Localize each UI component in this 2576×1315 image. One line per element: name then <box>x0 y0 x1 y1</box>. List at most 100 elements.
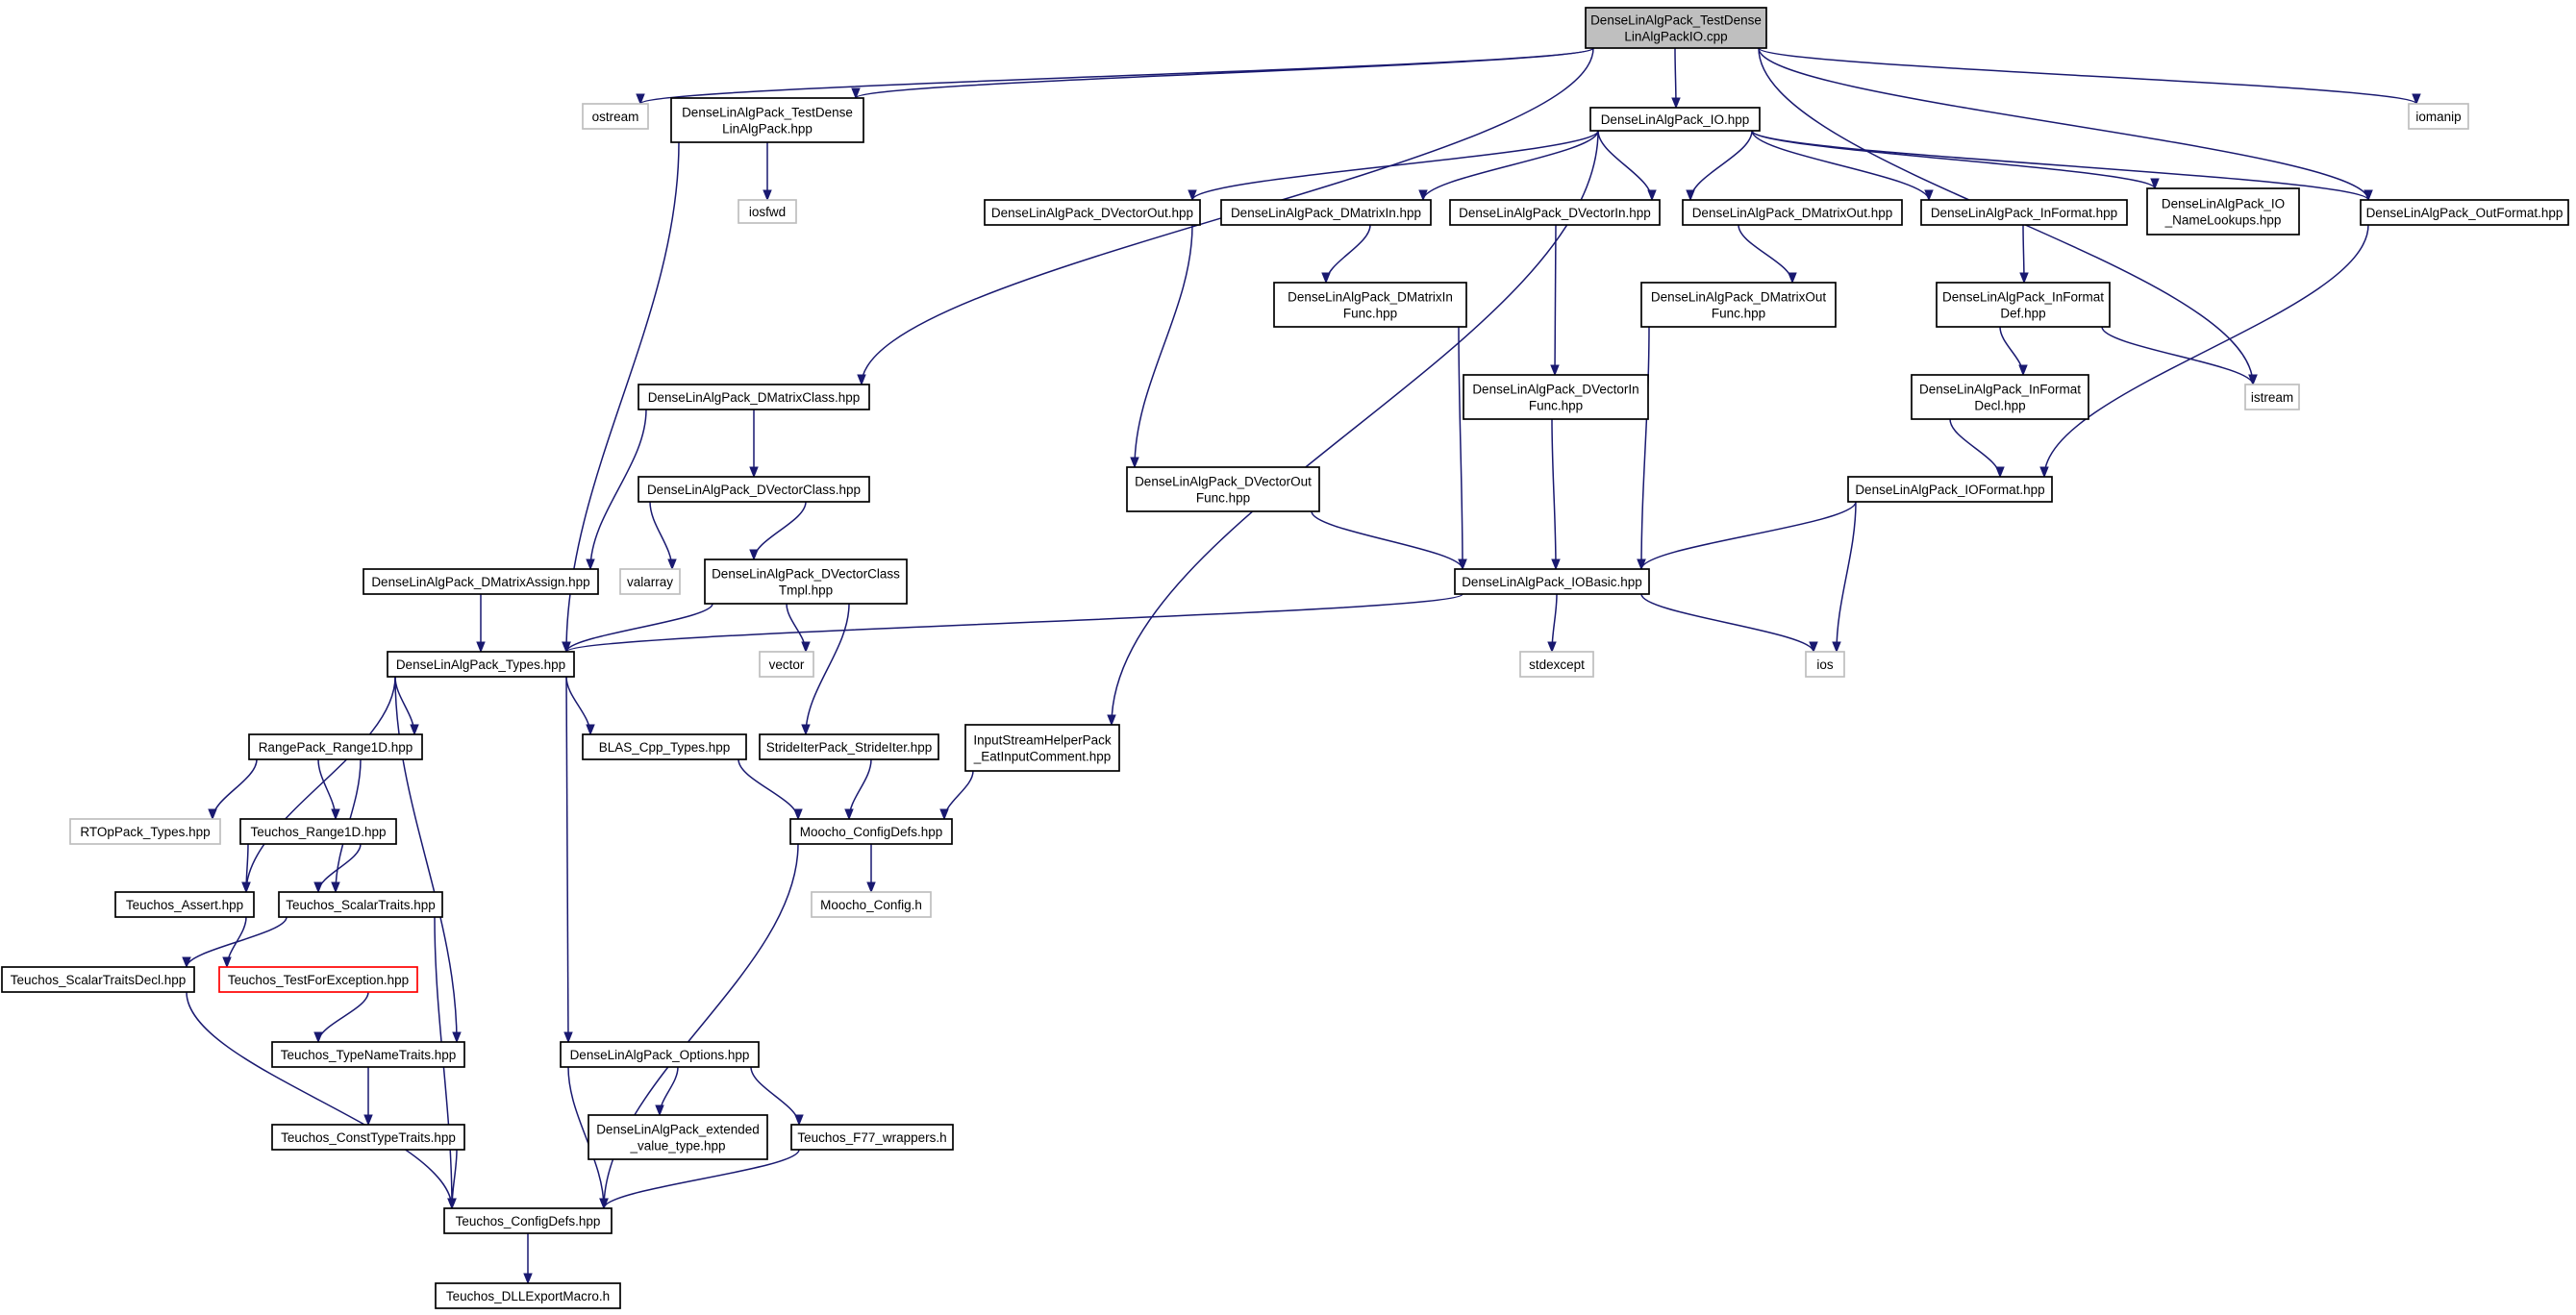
node-teuchos-assert[interactable]: Teuchos_Assert.hpp <box>114 891 255 918</box>
node-box <box>1936 282 2111 328</box>
edge-types-to-blas-types <box>565 676 595 736</box>
node-box <box>435 1282 621 1309</box>
node-box <box>1519 651 1594 678</box>
node-box <box>271 1124 465 1151</box>
node-teuchos-testforexception[interactable]: Teuchos_TestForException.hpp <box>218 966 418 993</box>
node-types[interactable]: DenseLinAlgPack_Types.hpp <box>387 651 575 678</box>
node-box <box>1454 568 1650 595</box>
node-teuchos-scalartraits[interactable]: Teuchos_ScalarTraits.hpp <box>278 891 443 918</box>
node-teuchos-range1d[interactable]: Teuchos_Range1D.hpp <box>239 818 397 845</box>
node-io-hpp[interactable]: DenseLinAlgPack_IO.hpp <box>1589 107 1761 132</box>
edge-dvectorclass-to-valarray <box>649 501 677 571</box>
node-iomanip[interactable]: iomanip <box>2408 103 2469 130</box>
node-label: DenseLinAlgPack_IOFormat.hpp <box>1855 483 2044 497</box>
node-moocho-configdefs[interactable]: Moocho_ConfigDefs.hpp <box>789 818 953 845</box>
node-label: DenseLinAlgPack_IO <box>2162 197 2285 211</box>
node-rtop-types[interactable]: RTOpPack_Types.hpp <box>69 818 221 845</box>
node-root[interactable]: DenseLinAlgPack_TestDenseLinAlgPackIO.cp… <box>1585 7 1767 49</box>
node-informat[interactable]: DenseLinAlgPack_InFormat.hpp <box>1920 199 2128 226</box>
node-box <box>248 733 423 760</box>
edge-types-to-options <box>563 676 573 1044</box>
edge-dmatrixclass-to-dvectorclass <box>749 409 759 479</box>
node-label: RTOpPack_Types.hpp <box>80 825 210 839</box>
node-teuchos-consttypetraits[interactable]: Teuchos_ConstTypeTraits.hpp <box>271 1124 465 1151</box>
node-ostream[interactable]: ostream <box>582 103 649 130</box>
node-label: DenseLinAlgPack_DVectorOut <box>1135 475 1312 489</box>
node-dmatrixclass[interactable]: DenseLinAlgPack_DMatrixClass.hpp <box>638 384 870 410</box>
node-dvectorin[interactable]: DenseLinAlgPack_DVectorIn.hpp <box>1449 199 1661 226</box>
node-io-namelookups[interactable]: DenseLinAlgPack_IO_NameLookups.hpp <box>2146 187 2300 236</box>
node-box <box>790 1124 954 1151</box>
node-outformat[interactable]: DenseLinAlgPack_OutFormat.hpp <box>2360 199 2569 226</box>
edge-teuchos-testforexception-to-teuchos-typenametraits <box>313 991 369 1044</box>
node-box <box>363 568 599 595</box>
node-label: StrideIterPack_StrideIter.hpp <box>766 740 933 755</box>
node-valarray[interactable]: valarray <box>619 568 681 595</box>
node-box <box>1920 199 2128 226</box>
node-teuchos-typenametraits[interactable]: Teuchos_TypeNameTraits.hpp <box>271 1041 465 1068</box>
node-blas-types[interactable]: BLAS_Cpp_Types.hpp <box>582 733 747 760</box>
node-label: DenseLinAlgPack_DMatrixIn <box>1288 290 1453 305</box>
edge-range1d-to-teuchos-range1d <box>317 758 340 821</box>
node-box <box>2360 199 2569 226</box>
node-box <box>114 891 255 918</box>
node-box <box>560 1041 760 1068</box>
node-box <box>704 558 908 605</box>
node-iosfwd[interactable]: iosfwd <box>738 199 797 224</box>
node-label: Teuchos_Range1D.hpp <box>250 825 386 839</box>
node-label: DenseLinAlgPack_DMatrixOut <box>1651 290 1827 305</box>
node-label: Tmpl.hpp <box>779 583 833 598</box>
node-dmatrixassign[interactable]: DenseLinAlgPack_DMatrixAssign.hpp <box>363 568 599 595</box>
node-label: Moocho_ConfigDefs.hpp <box>800 825 943 839</box>
edge-range1d-to-rtop-types <box>208 758 258 821</box>
node-ios[interactable]: ios <box>1805 651 1845 678</box>
node-teuchos-configdefs[interactable]: Teuchos_ConfigDefs.hpp <box>443 1207 613 1234</box>
edge-io-hpp-to-outformat <box>1751 130 2373 202</box>
node-stdexcept[interactable]: stdexcept <box>1519 651 1594 678</box>
edge-io-hpp-to-dvectorout <box>1188 130 1599 202</box>
node-dllexport[interactable]: Teuchos_DLLExportMacro.h <box>435 1282 621 1309</box>
edge-teuchos-range1d-to-teuchos-assert <box>241 843 251 894</box>
node-box <box>1220 199 1432 226</box>
node-vector[interactable]: vector <box>759 651 814 678</box>
node-strideiter[interactable]: StrideIterPack_StrideIter.hpp <box>759 733 939 760</box>
node-dmatrixout[interactable]: DenseLinAlgPack_DMatrixOut.hpp <box>1682 199 1903 226</box>
node-box <box>984 199 1201 226</box>
node-label: _EatInputComment.hpp <box>973 750 1112 764</box>
node-teuchos-scalartraitsdecl[interactable]: Teuchos_ScalarTraitsDecl.hpp <box>1 966 195 993</box>
node-extended-value-type[interactable]: DenseLinAlgPack_extended_value_type.hpp <box>588 1114 768 1160</box>
node-dvectorout[interactable]: DenseLinAlgPack_DVectorOut.hpp <box>984 199 1201 226</box>
node-ioformat[interactable]: DenseLinAlgPack_IOFormat.hpp <box>1847 476 2053 503</box>
node-dmatrixin[interactable]: DenseLinAlgPack_DMatrixIn.hpp <box>1220 199 1432 226</box>
node-moocho-config[interactable]: Moocho_Config.h <box>811 891 932 918</box>
node-iobasic[interactable]: DenseLinAlgPack_IOBasic.hpp <box>1454 568 1650 595</box>
node-label: Func.hpp <box>1712 307 1765 321</box>
node-range1d[interactable]: RangePack_Range1D.hpp <box>248 733 423 760</box>
edge-dmatrixout-func-to-iobasic <box>1637 326 1650 571</box>
node-istream[interactable]: istream <box>2244 384 2300 410</box>
node-label: _value_type.hpp <box>629 1139 725 1154</box>
node-box <box>1126 466 1320 512</box>
node-f77-wrappers[interactable]: Teuchos_F77_wrappers.h <box>790 1124 954 1151</box>
graph-nodes: DenseLinAlgPack_TestDenseLinAlgPackIO.cp… <box>1 7 2569 1309</box>
node-box <box>1911 374 2089 420</box>
node-box <box>759 733 939 760</box>
node-box <box>638 384 870 410</box>
node-dvectorclass[interactable]: DenseLinAlgPack_DVectorClass.hpp <box>638 476 870 503</box>
node-box <box>1449 199 1661 226</box>
node-label: iosfwd <box>749 205 786 219</box>
node-options[interactable]: DenseLinAlgPack_Options.hpp <box>560 1041 760 1068</box>
node-label: stdexcept <box>1529 658 1585 672</box>
edge-moocho-configdefs-to-moocho-config <box>866 844 876 894</box>
node-box <box>582 103 649 130</box>
node-label: DenseLinAlgPack_TestDense <box>682 106 853 120</box>
node-inputstream[interactable]: InputStreamHelperPack_EatInputComment.hp… <box>964 724 1120 772</box>
